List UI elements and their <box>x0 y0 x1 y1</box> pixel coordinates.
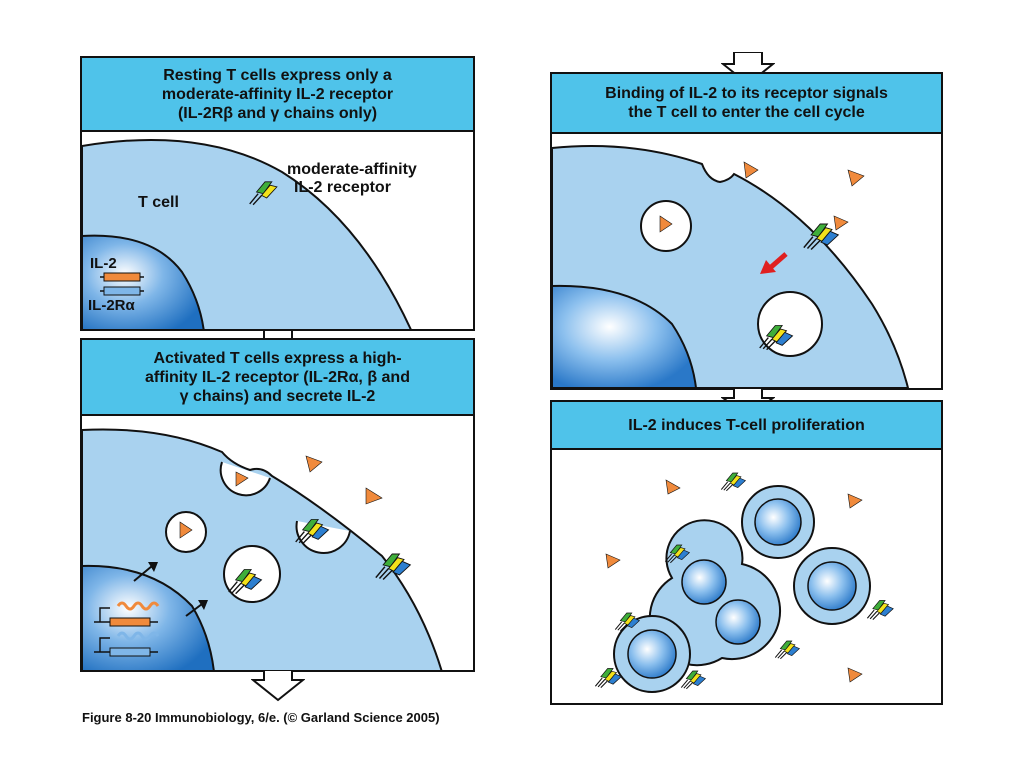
il2-gene-icon <box>109 617 151 627</box>
il2-molecule-icon <box>605 553 621 569</box>
il2-molecule-icon <box>235 471 249 487</box>
title-line: the T cell to enter the cell cycle <box>628 104 865 121</box>
il2-molecule-icon <box>305 455 323 473</box>
activated-tcell-diagram <box>82 428 443 670</box>
receptor-label-line-2: IL-2 receptor <box>294 179 391 196</box>
high-affinity-receptor-icon <box>866 599 894 620</box>
panel-title-proliferation: IL-2 induces T-cell proliferation <box>552 402 941 450</box>
panel-proliferation: IL-2 induces T-cell proliferation <box>550 400 943 705</box>
high-affinity-receptor-icon <box>720 472 747 492</box>
il2-molecule-icon <box>847 667 863 683</box>
binding-diagram <box>552 145 910 388</box>
title-line: moderate-affinity IL-2 receptor <box>161 85 394 103</box>
receptor-label-line-1: moderate-affinity <box>287 161 417 178</box>
figure-caption: Figure 8-20 Immunobiology, 6/e. (© Garla… <box>82 710 440 725</box>
title-line: Activated T cells express a high- <box>153 349 402 367</box>
proliferation-diagram <box>594 472 894 693</box>
transport-arrow-icon <box>148 562 158 572</box>
il2-molecule-icon <box>665 479 681 495</box>
tcell-label: T cell <box>138 194 179 211</box>
il2-molecule-icon <box>847 493 863 509</box>
gene-il2-label: IL-2 <box>90 255 117 272</box>
title-line: Resting T cells express only a <box>163 66 392 84</box>
panel-title-resting: Resting T cells express only a moderate-… <box>82 58 473 132</box>
tcell-nucleus <box>715 599 761 645</box>
tcell-nucleus <box>627 629 677 679</box>
tcell-nucleus <box>754 498 802 546</box>
il2-molecule-icon <box>365 487 383 505</box>
down-arrow-icon <box>251 670 305 702</box>
il2ra-gene-icon <box>109 647 151 657</box>
il2-molecule-icon <box>743 161 759 179</box>
tcell-nucleus <box>807 561 857 611</box>
il2-bound-icon <box>833 215 849 231</box>
il2-molecule-icon <box>659 215 673 233</box>
title-line: (IL-2Rβ and γ chains only) <box>177 104 378 122</box>
panel-activated-tcell: Activated T cells express a high- affini… <box>80 338 475 672</box>
gene-il2ra-label: IL-2Rα <box>88 297 136 314</box>
il2ra-mrna-icon <box>116 631 160 641</box>
title-line: γ chains) and secrete IL-2 <box>179 387 376 405</box>
il2-gene-icon <box>103 272 141 282</box>
endocytic-vesicle <box>757 291 823 357</box>
resting-tcell-diagram: T cell moderate-affinity IL-2 receptor I… <box>82 139 417 329</box>
panel-title-activated: Activated T cells express a high- affini… <box>82 340 473 416</box>
il2-mrna-icon <box>116 601 160 611</box>
title-line: Binding of IL-2 to its receptor signals <box>605 85 888 102</box>
transport-arrow-icon <box>198 600 208 610</box>
signal-arrow-icon <box>760 260 776 274</box>
panel-resting-tcell: Resting T cells express only a moderate-… <box>80 56 475 331</box>
high-affinity-receptor-icon <box>774 640 801 660</box>
tcell-nucleus <box>552 284 698 388</box>
tcell-nucleus <box>681 559 727 605</box>
tcell-nucleus <box>82 234 205 329</box>
il2-molecule-icon <box>847 169 865 187</box>
title-line: IL-2 induces T-cell proliferation <box>628 416 865 434</box>
panel-title-binding: Binding of IL-2 to its receptor signals … <box>552 74 941 134</box>
panel-il2-binding: Binding of IL-2 to its receptor signals … <box>550 72 943 390</box>
title-line: affinity IL-2 receptor (IL-2Rα, β and <box>145 368 410 386</box>
il2ra-gene-icon <box>103 286 141 296</box>
il2-molecule-icon <box>179 521 193 539</box>
